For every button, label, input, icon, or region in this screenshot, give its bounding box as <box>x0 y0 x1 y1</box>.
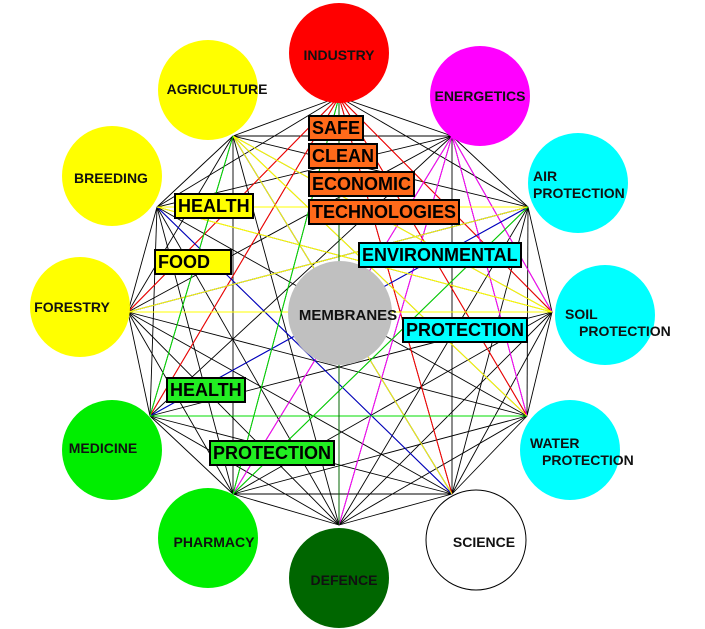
colored-connection-line <box>451 135 528 417</box>
node-circle <box>158 488 258 588</box>
connection-line <box>149 415 340 526</box>
tag-health-bottom: HEALTH <box>166 377 246 403</box>
node-circle <box>30 257 130 357</box>
node-circle <box>289 528 389 628</box>
center-circle <box>288 261 392 365</box>
node-circle <box>520 400 620 500</box>
node-label: MEDICINE <box>69 440 137 456</box>
connection-line <box>527 206 553 313</box>
node-circle <box>528 133 628 233</box>
connection-line <box>127 135 234 313</box>
connection-line <box>232 96 340 137</box>
connection-line <box>338 96 453 137</box>
colored-connection-line <box>149 135 234 417</box>
connection-line <box>338 415 528 526</box>
center-node: MEMBRANES <box>288 261 397 365</box>
connection-line <box>451 311 553 495</box>
tag-environmental: ENVIRONMENTAL <box>358 242 522 268</box>
tag-protection-right: PROTECTION <box>402 317 529 343</box>
connection-line <box>232 493 340 526</box>
connection-line <box>127 311 453 495</box>
connection-line <box>232 415 528 495</box>
node-circle <box>555 265 655 365</box>
node-circle <box>425 489 527 591</box>
tag-protection-bottom: PROTECTION <box>209 440 336 466</box>
connection-line <box>127 206 158 313</box>
node-label: PHARMACY <box>174 534 256 550</box>
node-forestry: FORESTRY <box>30 257 130 357</box>
connection-line <box>149 415 234 495</box>
node-label: DEFENCE <box>311 572 378 588</box>
node-medicine: MEDICINE <box>62 400 162 500</box>
node-label: FORESTRY <box>34 299 110 315</box>
node-label: INDUSTRY <box>303 47 375 63</box>
connection-line <box>451 135 529 208</box>
node-defence: DEFENCE <box>289 528 389 628</box>
node-circle <box>62 400 162 500</box>
connection-line <box>156 135 234 208</box>
node-pharmacy: PHARMACY <box>158 488 258 588</box>
node-label: BREEDING <box>74 170 148 186</box>
connection-line <box>127 311 528 417</box>
center-label: MEMBRANES <box>299 307 397 324</box>
tag-health-top: HEALTH <box>174 193 254 219</box>
node-circle <box>158 40 258 140</box>
node-circle <box>289 3 389 103</box>
connection-line <box>127 135 453 313</box>
tag-safe: SAFE <box>308 115 365 141</box>
node-breeding: BREEDING <box>62 126 162 226</box>
connection-line <box>127 311 340 526</box>
tag-economic: ECONOMIC <box>308 171 415 197</box>
node-circle <box>430 46 530 146</box>
tag-technologies: TECHNOLOGIES <box>308 199 461 225</box>
connection-line <box>338 493 453 526</box>
connection-line <box>338 311 553 526</box>
connection-line <box>338 96 529 208</box>
connection-line <box>451 415 528 495</box>
colored-connection-line <box>451 135 553 313</box>
colored-connection-line <box>127 206 529 313</box>
connection-line <box>526 311 553 417</box>
tag-food: FOOD <box>154 249 232 275</box>
node-label: SCIENCE <box>453 534 515 550</box>
node-industry: INDUSTRY <box>289 3 389 103</box>
node-circle <box>62 126 162 226</box>
tag-clean: CLEAN <box>308 143 378 169</box>
node-label: ENERGETICS <box>434 88 525 104</box>
connection-line <box>127 311 151 417</box>
colored-connection-line <box>156 206 553 313</box>
node-agriculture: AGRICULTURE <box>158 40 267 140</box>
node-science: SCIENCE <box>425 489 527 591</box>
node-energetics: ENERGETICS <box>430 46 530 146</box>
node-label: AGRICULTURE <box>167 81 268 97</box>
colored-connection-line <box>232 135 528 417</box>
colored-connection-line <box>149 96 340 417</box>
